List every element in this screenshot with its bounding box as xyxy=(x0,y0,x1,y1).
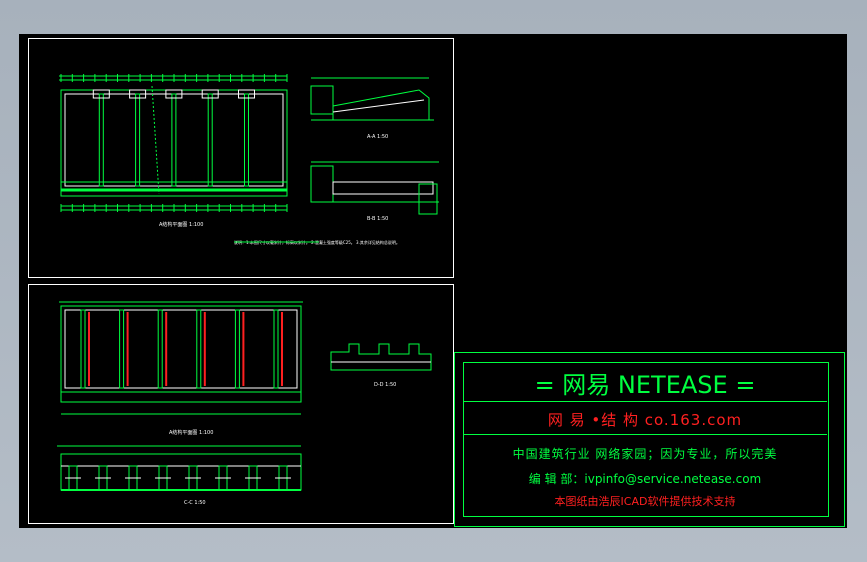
partition-wall xyxy=(273,309,279,389)
wall-section xyxy=(310,85,334,115)
section-c-label: C-C 1:50 xyxy=(184,500,206,506)
column-cap xyxy=(165,89,183,99)
slab-section xyxy=(332,181,434,195)
slogan-text: 中国建筑行业 网络家园；因为专业，所以完美 xyxy=(512,447,778,461)
footing xyxy=(418,183,438,215)
centerline xyxy=(151,85,160,195)
editor-email[interactable]: 编 辑 部：ivpinfo@service.netease.com xyxy=(528,472,762,486)
section-c-c xyxy=(57,445,302,491)
drawing-sheet[interactable]: A结构平面图 1:100 说明：1.本图尺寸以毫米计，标高以米计。 2.混凝土强… xyxy=(19,34,847,528)
column-cap xyxy=(238,89,255,99)
plan-bottom-label: A结构平面图 1:100 xyxy=(169,429,213,436)
dimension-ticks xyxy=(60,74,288,212)
partition-wall xyxy=(207,93,213,187)
base-slab xyxy=(60,181,288,197)
plan-top-label: A结构平面图 1:100 xyxy=(159,221,203,228)
column-cap xyxy=(201,89,219,99)
title-block-divider xyxy=(463,401,827,402)
piers xyxy=(65,465,291,491)
cad-drawings: A结构平面图 1:100 说明：1.本图尺寸以毫米计，标高以米计。 2.混凝土强… xyxy=(57,74,439,506)
plan-view-lower xyxy=(59,301,303,415)
beam-section xyxy=(330,343,432,371)
partition-wall xyxy=(244,93,249,187)
wall-section xyxy=(310,165,334,203)
partition-wall xyxy=(119,309,125,389)
partition-wall xyxy=(80,309,86,389)
slab-section xyxy=(332,89,430,121)
title-block-inner xyxy=(463,362,829,517)
section-d-label: D-D 1:50 xyxy=(374,382,396,388)
partition-wall xyxy=(98,93,104,187)
partition-wall xyxy=(196,309,202,389)
rebar-line xyxy=(332,99,425,113)
column-cap xyxy=(129,89,147,99)
tank-inner-outline xyxy=(64,309,298,389)
upper-drawing-frame xyxy=(28,38,454,278)
lower-drawing-frame xyxy=(28,284,454,524)
partition-wall xyxy=(157,309,163,389)
column-cap xyxy=(92,89,110,99)
title-block-outer xyxy=(454,352,845,527)
partition-wall xyxy=(234,309,240,389)
section-d-d xyxy=(330,343,432,371)
partition-wall xyxy=(135,93,141,187)
tank-inner-outline xyxy=(64,93,284,187)
section-a-label: A-A 1:50 xyxy=(367,134,388,140)
base-slab xyxy=(60,391,302,403)
section-b-b xyxy=(310,161,439,215)
partition-walls xyxy=(80,309,283,389)
section-a-a xyxy=(310,77,434,121)
brand-subtitle[interactable]: 网 易 •结 构 co.163.com xyxy=(547,411,743,429)
section-b-label: B-B 1:50 xyxy=(367,216,388,222)
tank-outline xyxy=(60,305,302,393)
software-support-note: 本图纸由浩辰ICAD软件提供技术支持 xyxy=(554,495,736,508)
partition-walls xyxy=(92,89,255,187)
plan-view-upper xyxy=(59,74,288,212)
tank-outline xyxy=(60,89,288,191)
section-outline xyxy=(60,453,302,491)
brand-title: = 网易 NETEASE = xyxy=(534,371,756,399)
title-block-divider xyxy=(463,434,827,435)
partition-wall xyxy=(171,93,177,187)
